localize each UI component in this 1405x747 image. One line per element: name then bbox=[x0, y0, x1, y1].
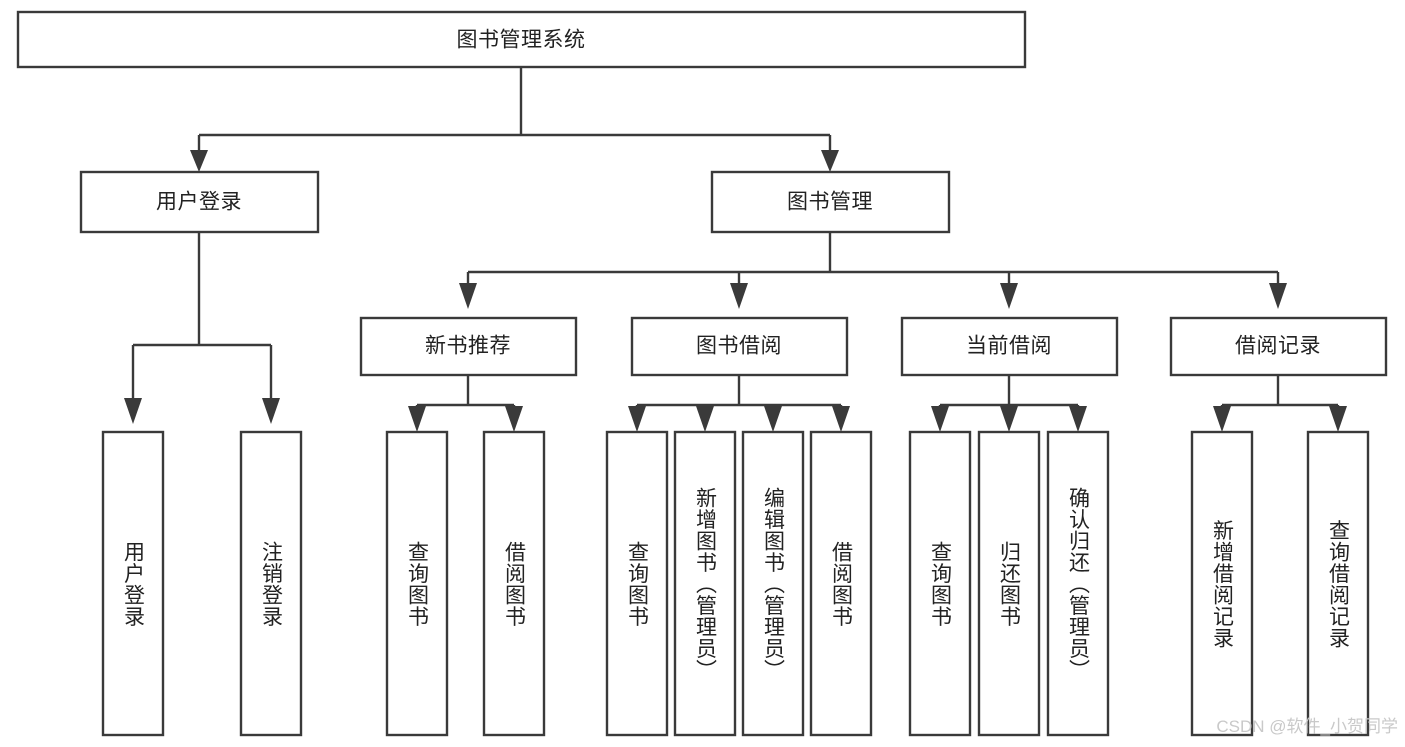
arrow-head-current-leaf-1 bbox=[931, 406, 949, 432]
arrow-head-book-mgmt bbox=[821, 150, 839, 172]
arrow-head-borrow-leaf-3 bbox=[764, 406, 782, 432]
node-root[interactable]: 图书管理系统 bbox=[16, 10, 1027, 69]
leaf-newbook-borrow-book-box[interactable] bbox=[482, 430, 546, 737]
arrow-head-new-book-rec bbox=[459, 283, 477, 309]
node-current-borrow[interactable]: 当前借阅 bbox=[900, 316, 1119, 377]
node-borrow-records-box[interactable] bbox=[1169, 316, 1388, 377]
arrow-head-newbook-leaf-1 bbox=[408, 406, 426, 432]
leaf-borrow-borrow-book[interactable]: 借阅图书 bbox=[809, 430, 873, 737]
arrow-head-book-borrow bbox=[730, 283, 748, 309]
leaf-logout[interactable]: 注销登录 bbox=[239, 430, 303, 737]
node-borrow-records[interactable]: 借阅记录 bbox=[1169, 316, 1388, 377]
leaf-borrow-edit-book-admin-box[interactable] bbox=[741, 430, 805, 737]
leaf-records-add-record[interactable]: 新增借阅记录 bbox=[1190, 430, 1254, 737]
leaf-current-query-book-box[interactable] bbox=[908, 430, 972, 737]
leaf-newbook-query-book-label: 查询图书 bbox=[406, 541, 430, 627]
leaf-borrow-query-book-label: 查询图书 bbox=[626, 541, 650, 627]
leaf-current-return-book[interactable]: 归还图书 bbox=[977, 430, 1041, 737]
node-new-book-recommend[interactable]: 新书推荐 bbox=[359, 316, 578, 377]
leaf-newbook-query-book-box[interactable] bbox=[385, 430, 449, 737]
leaf-borrow-edit-book-admin[interactable]: 编辑图书（管理员） bbox=[741, 430, 805, 737]
node-root-label: 图书管理系统 bbox=[457, 29, 586, 52]
leaf-borrow-edit-book-admin-label: 编辑图书（管理员） bbox=[762, 487, 786, 681]
arrow-head-records-leaf-1 bbox=[1213, 406, 1231, 432]
leaf-newbook-query-book[interactable]: 查询图书 bbox=[385, 430, 449, 737]
leaf-records-add-record-box[interactable] bbox=[1190, 430, 1254, 737]
leaf-borrow-borrow-book-label: 借阅图书 bbox=[830, 541, 854, 627]
node-book-management-label: 图书管理 bbox=[787, 191, 873, 214]
node-book-borrow-label: 图书借阅 bbox=[696, 335, 782, 358]
leaf-user-login-label: 用户登录 bbox=[122, 541, 146, 627]
leaf-current-query-book[interactable]: 查询图书 bbox=[908, 430, 972, 737]
leaf-records-add-record-label: 新增借阅记录 bbox=[1211, 520, 1235, 649]
leaf-borrow-add-book-admin-box[interactable] bbox=[673, 430, 737, 737]
leaf-current-confirm-return-admin-label: 确认归还（管理员） bbox=[1067, 487, 1091, 681]
leaf-records-query-record-box[interactable] bbox=[1306, 430, 1370, 737]
node-borrow-records-label: 借阅记录 bbox=[1235, 335, 1321, 358]
leaf-borrow-borrow-book-box[interactable] bbox=[809, 430, 873, 737]
leaf-borrow-query-book-box[interactable] bbox=[605, 430, 669, 737]
leaf-current-query-book-label: 查询图书 bbox=[929, 541, 953, 627]
arrow-head-current-leaf-3 bbox=[1069, 406, 1087, 432]
arrow-head-borrow-records bbox=[1269, 283, 1287, 309]
watermark-label: CSDN @软件_小贺同学 bbox=[1216, 717, 1398, 736]
node-new-book-recommend-box[interactable] bbox=[359, 316, 578, 377]
node-book-borrow-box[interactable] bbox=[630, 316, 849, 377]
node-book-management[interactable]: 图书管理 bbox=[710, 170, 951, 234]
arrow-head-newbook-leaf-2 bbox=[505, 406, 523, 432]
leaf-user-login-box[interactable] bbox=[101, 430, 165, 737]
leaf-logout-label: 注销登录 bbox=[260, 541, 284, 627]
node-new-book-recommend-label: 新书推荐 bbox=[425, 335, 511, 358]
arrow-head-borrow-leaf-1 bbox=[628, 406, 646, 432]
leaf-borrow-add-book-admin-label: 新增图书（管理员） bbox=[694, 487, 718, 681]
leaf-records-query-record[interactable]: 查询借阅记录 bbox=[1306, 430, 1370, 737]
leaf-user-login[interactable]: 用户登录 bbox=[101, 430, 165, 737]
leaf-logout-box[interactable] bbox=[239, 430, 303, 737]
node-current-borrow-box[interactable] bbox=[900, 316, 1119, 377]
leaf-current-return-book-label: 归还图书 bbox=[998, 541, 1022, 627]
arrow-head-borrow-leaf-4 bbox=[832, 406, 850, 432]
node-user-login-box[interactable] bbox=[79, 170, 320, 234]
arrow-head-records-leaf-2 bbox=[1329, 406, 1347, 432]
node-book-management-box[interactable] bbox=[710, 170, 951, 234]
node-book-borrow[interactable]: 图书借阅 bbox=[630, 316, 849, 377]
arrow-head-current-leaf-2 bbox=[1000, 406, 1018, 432]
arrow-head-user-login-leaf bbox=[124, 398, 142, 424]
leaf-borrow-add-book-admin[interactable]: 新增图书（管理员） bbox=[673, 430, 737, 737]
connector-layer bbox=[124, 67, 1347, 432]
leaf-current-confirm-return-admin[interactable]: 确认归还（管理员） bbox=[1046, 430, 1110, 737]
leaf-newbook-borrow-book[interactable]: 借阅图书 bbox=[482, 430, 546, 737]
leaf-records-query-record-label: 查询借阅记录 bbox=[1327, 520, 1351, 649]
arrow-head-current-borrow bbox=[1000, 283, 1018, 309]
leaf-current-return-book-box[interactable] bbox=[977, 430, 1041, 737]
node-user-login[interactable]: 用户登录 bbox=[79, 170, 320, 234]
node-user-login-label: 用户登录 bbox=[156, 191, 242, 214]
arrow-head-logout-leaf bbox=[262, 398, 280, 424]
leaf-borrow-query-book[interactable]: 查询图书 bbox=[605, 430, 669, 737]
leaf-current-confirm-return-admin-box[interactable] bbox=[1046, 430, 1110, 737]
node-root-box[interactable] bbox=[16, 10, 1027, 69]
arrow-head-user-login bbox=[190, 150, 208, 172]
node-current-borrow-label: 当前借阅 bbox=[966, 335, 1052, 358]
arrow-head-borrow-leaf-2 bbox=[696, 406, 714, 432]
leaf-newbook-borrow-book-label: 借阅图书 bbox=[503, 541, 527, 627]
